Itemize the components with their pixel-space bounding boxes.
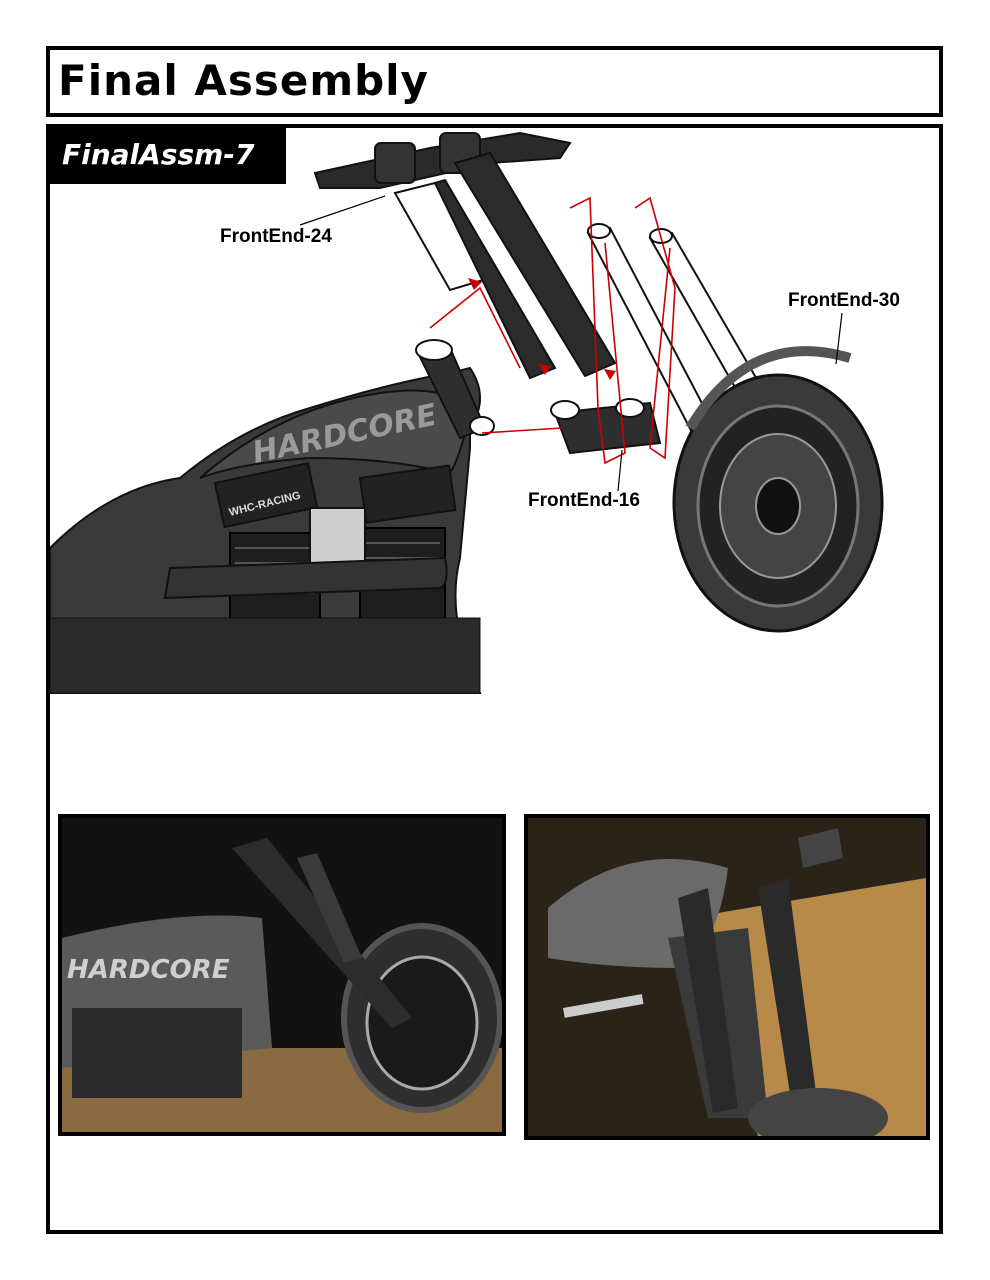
guide-arrowheads — [468, 278, 616, 380]
assembly-step-panel: HARDCORE WHC-RACING — [46, 124, 943, 1234]
photo-assembled-front-left: HARDCORE — [58, 814, 506, 1136]
callout-frontend-16: FrontEnd-16 — [528, 490, 640, 511]
exploded-view-illustration: HARDCORE WHC-RACING — [50, 131, 884, 694]
callout-frontend-30: FrontEnd-30 — [788, 290, 900, 311]
handlebar-assembly — [313, 131, 617, 380]
photo-assembled-front-right — [524, 814, 930, 1140]
page-title: Final Assembly — [58, 56, 429, 105]
page-title-box: Final Assembly — [46, 46, 943, 117]
assembly-guide-lines — [429, 196, 676, 465]
step-tag: FinalAssm-7 — [50, 128, 286, 184]
callout-leader-lines — [299, 195, 843, 492]
motorcycle-frame-illustration: HARDCORE WHC-RACING — [50, 339, 495, 694]
callout-frontend-24: FrontEnd-24 — [220, 226, 332, 247]
triple-clamp-part — [550, 398, 662, 455]
photo-tank-text: HARDCORE — [67, 955, 230, 985]
step-label: FinalAssm-7 — [62, 138, 255, 171]
front-wheel-part — [672, 346, 884, 633]
